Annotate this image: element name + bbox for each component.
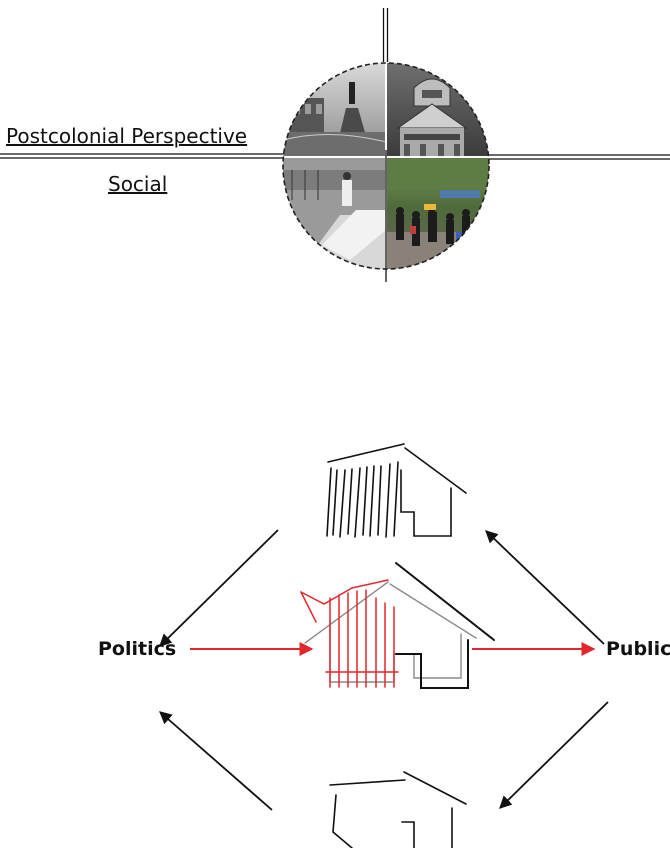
photo-building-site bbox=[283, 157, 386, 269]
photo-collage-circle bbox=[283, 63, 489, 269]
arrow-politics-from-bottom bbox=[159, 711, 273, 811]
sketch-house-top bbox=[326, 443, 467, 538]
sketch-house-bottom bbox=[329, 771, 467, 848]
arrow-top-to-politics bbox=[159, 529, 279, 647]
perspective-label: Postcolonial Perspective bbox=[6, 124, 248, 148]
arrow-public-to-top bbox=[485, 530, 605, 645]
arrow-public-to-bottom bbox=[499, 701, 609, 809]
politics-node-label: Politics bbox=[98, 638, 177, 660]
photo-monument-square bbox=[283, 63, 387, 157]
cycle-arrows bbox=[159, 529, 609, 811]
sketch-house-center bbox=[300, 562, 495, 689]
dimension-label: Social bbox=[108, 172, 168, 196]
public-node-label: Public bbox=[606, 638, 670, 660]
crosshair-lines bbox=[0, 8, 670, 160]
collage-rim bbox=[282, 62, 490, 270]
photo-street-crowd bbox=[386, 157, 489, 269]
